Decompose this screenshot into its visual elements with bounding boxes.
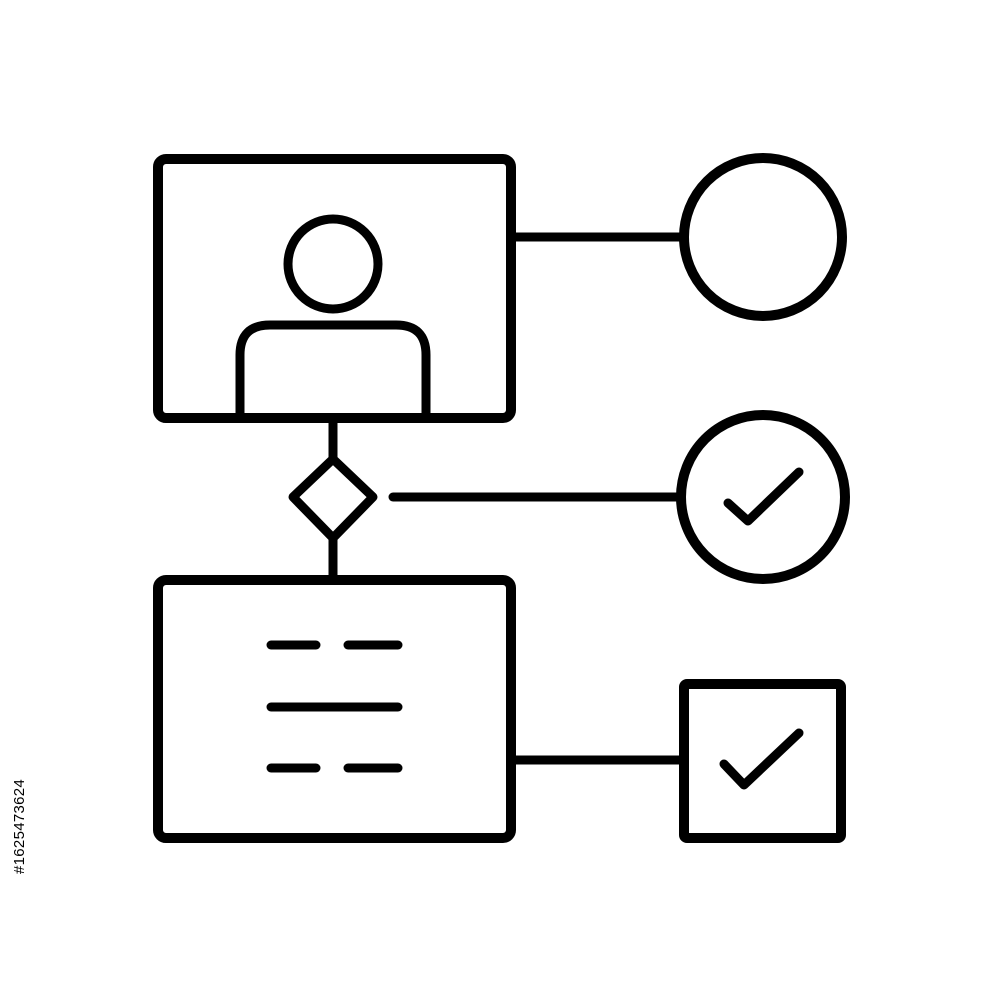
empty-status-circle [679, 153, 847, 321]
user-icon [235, 214, 431, 418]
checked-box-frame [679, 679, 846, 843]
approved-circle-outline [676, 410, 850, 584]
checkmark-icon [723, 467, 804, 526]
stock-id-watermark: #1625473624 [11, 778, 28, 874]
profile-card [153, 154, 516, 423]
decision-diamond [288, 454, 378, 543]
profile-card-frame [153, 154, 516, 423]
document-card [153, 575, 516, 843]
checkmark-icon [719, 728, 804, 790]
document-card-frame [153, 575, 516, 843]
text-lines-icon [266, 640, 403, 773]
user-shoulders [235, 320, 431, 418]
checked-box [679, 679, 846, 843]
user-head [283, 214, 383, 314]
approved-status-circle [676, 410, 850, 584]
